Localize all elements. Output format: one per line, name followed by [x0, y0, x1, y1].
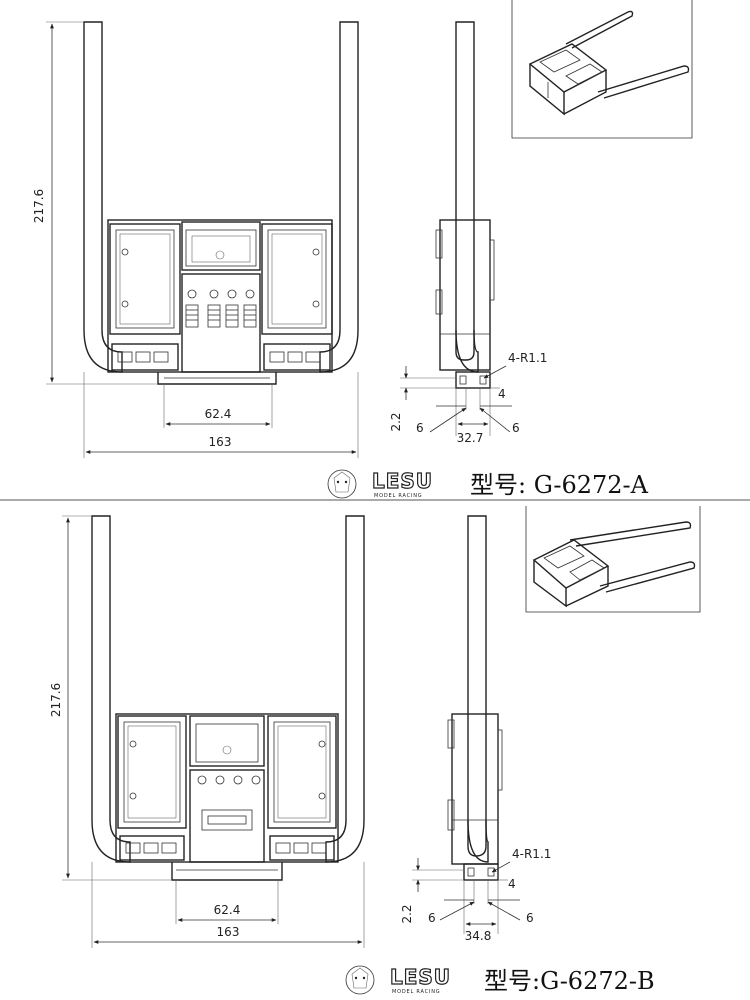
radius-dim-a: 4-R1.1 — [508, 351, 547, 365]
height-dim-a: 217.6 — [32, 189, 46, 223]
brand-sub-b: MODEL RACING — [392, 989, 440, 995]
dimensions-front-a: 217.6 62.4 163 — [32, 21, 359, 458]
dimensions-side-b: 4-R1.1 2.2 4 6 6 34.8 — [400, 847, 551, 943]
dim-2-2-b: 2.2 — [400, 904, 414, 923]
dim-4-b: 4 — [508, 877, 516, 891]
dim-2-2-a: 2.2 — [389, 412, 403, 431]
overall-width-dim-a: 163 — [209, 435, 232, 449]
front-view-b — [91, 515, 365, 881]
logo-a — [327, 469, 357, 499]
mount-width-dim-b: 62.4 — [214, 903, 241, 917]
dimensions-front-b: 217.6 62.4 163 — [49, 515, 365, 948]
mount-width-dim-a: 62.4 — [205, 407, 232, 421]
dim-6-left-a: 6 — [416, 421, 424, 435]
overall-width-dim-b: 163 — [217, 925, 240, 939]
front-view-a — [83, 21, 359, 385]
model-label-a: 型号: G-6272-A — [470, 471, 649, 499]
iso-inset-a — [511, 0, 693, 139]
sheet-b: 217.6 62.4 163 4-R1.1 — [49, 506, 701, 995]
model-label-b: 型号:G-6272-B — [484, 967, 655, 995]
sheet-a: 217.6 62.4 163 4-R1.1 — [32, 0, 693, 499]
brand-text-a: LESU — [372, 469, 433, 493]
side-width-dim-a: 32.7 — [457, 431, 484, 445]
dim-6-right-a: 6 — [512, 421, 520, 435]
side-view-a — [435, 21, 495, 389]
dimensions-side-a: 4-R1.1 2.2 4 6 6 32.7 — [389, 351, 547, 445]
logo-b — [345, 965, 375, 995]
valves-b — [197, 775, 261, 831]
air-coils-a — [185, 289, 257, 328]
side-width-dim-b: 34.8 — [465, 929, 492, 943]
dim-6-left-b: 6 — [428, 911, 436, 925]
dim-6-right-b: 6 — [526, 911, 534, 925]
brand-text-b: LESU — [390, 965, 451, 989]
brand-sub-a: MODEL RACING — [374, 493, 422, 499]
radius-dim-b: 4-R1.1 — [512, 847, 551, 861]
side-view-b — [447, 515, 503, 881]
height-dim-b: 217.6 — [49, 683, 63, 717]
dim-4-a: 4 — [498, 387, 506, 401]
iso-inset-b — [525, 506, 701, 613]
